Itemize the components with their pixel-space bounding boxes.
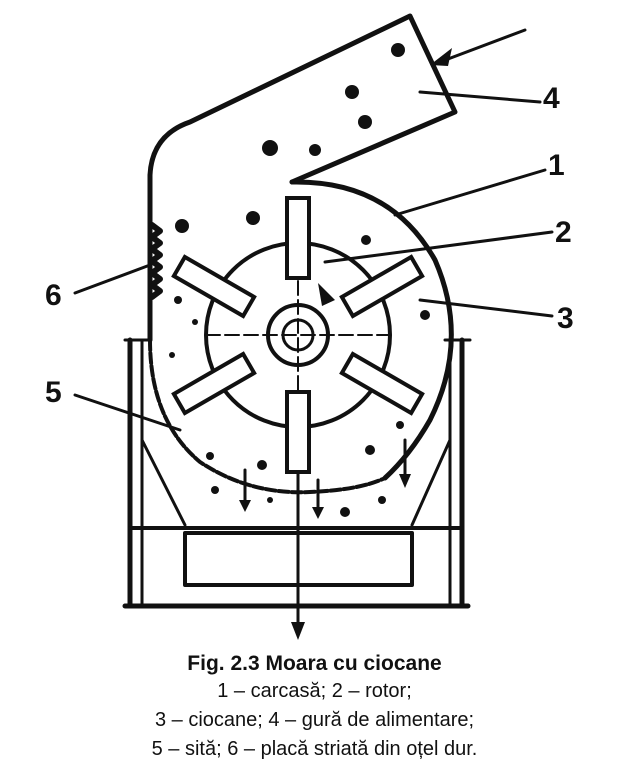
label-5: 5 (45, 376, 62, 409)
label-2: 2 (555, 216, 572, 249)
legend-line-1: 1 – carcasă; 2 – rotor; (217, 680, 412, 702)
hammers (171, 196, 425, 474)
striated-plate (149, 222, 163, 300)
label-4: 4 (543, 82, 560, 115)
label-6: 6 (45, 279, 62, 312)
figure-title: Fig. 2.3 Moara cu ciocane (187, 652, 442, 675)
label-3: 3 (557, 302, 574, 335)
legend-line-2: 3 – ciocane; 4 – gură de alimentare; (154, 709, 475, 731)
label-1: 1 (548, 149, 565, 182)
feed-hopper (147, 13, 458, 343)
legend-line-3: 5 – sită; 6 – placă striată din oțel dur… (151, 738, 478, 760)
casing (289, 179, 454, 481)
screen (148, 338, 387, 495)
